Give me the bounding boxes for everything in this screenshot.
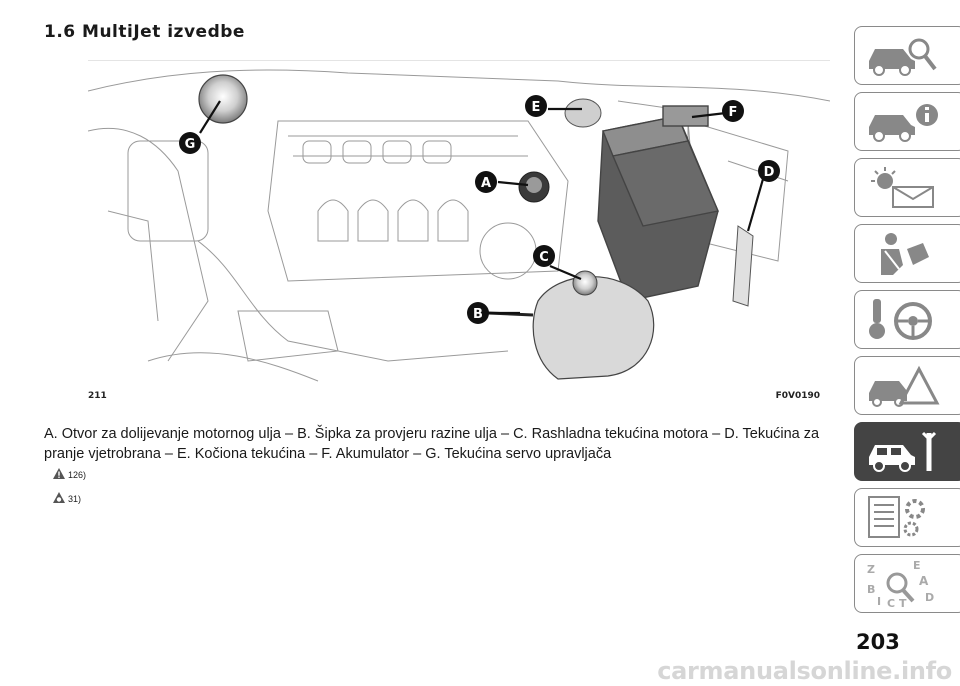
tab-safety[interactable] xyxy=(854,224,960,283)
svg-text:Z: Z xyxy=(867,563,875,576)
car-search-icon xyxy=(869,38,937,76)
tab-emergency[interactable] xyxy=(854,356,960,415)
tab-car-search[interactable] xyxy=(854,26,960,85)
car-info-icon xyxy=(869,104,938,142)
section-title: 1.6 MultiJet izvedbe xyxy=(44,22,245,42)
svg-text:D: D xyxy=(764,165,775,180)
figure-number: 211 xyxy=(88,391,107,401)
note-caution[interactable]: 31) xyxy=(52,491,81,504)
caution-triangle-icon xyxy=(53,492,65,503)
svg-text:B: B xyxy=(867,583,875,596)
watermark: carmanualsonline.info xyxy=(657,657,952,685)
svg-text:B: B xyxy=(473,307,483,322)
svg-text:C: C xyxy=(539,250,549,265)
tab-car-maintenance[interactable] xyxy=(854,422,960,481)
callout-g: G xyxy=(179,132,201,154)
callout-a: A xyxy=(475,171,497,193)
car-maintenance-icon xyxy=(869,431,937,472)
engine-bay-figure: G A C E F D B 211 F0V0190 xyxy=(88,60,830,401)
warning-triangle-icon xyxy=(53,468,65,479)
callout-e: E xyxy=(525,95,547,117)
note-ref: 126) xyxy=(68,470,87,480)
svg-text:E: E xyxy=(532,100,541,115)
emergency-icon xyxy=(869,365,940,407)
page-number: 203 xyxy=(856,630,900,654)
note-ref: 31) xyxy=(68,494,82,504)
svg-text:A: A xyxy=(481,176,491,191)
callout-c: C xyxy=(533,245,555,267)
engine-illustration: G A C E F D B xyxy=(88,69,830,382)
technical-data-icon xyxy=(868,496,925,538)
svg-text:G: G xyxy=(185,137,196,152)
figure-code: F0V0190 xyxy=(775,391,820,401)
tab-warning-lights[interactable] xyxy=(854,158,960,217)
tab-key-steering[interactable] xyxy=(854,290,960,349)
key-steering-icon xyxy=(869,299,932,340)
svg-text:T: T xyxy=(899,597,907,609)
figure-caption: A. Otvor za dolijevanje motornog ulja – … xyxy=(44,426,820,462)
svg-text:A: A xyxy=(919,574,929,588)
callout-f: F xyxy=(722,100,744,122)
warning-lights-icon xyxy=(871,167,934,208)
svg-text:I: I xyxy=(877,595,881,608)
callout-b: B xyxy=(467,302,489,324)
note-warning[interactable]: 126) xyxy=(52,467,86,480)
svg-text:C: C xyxy=(887,597,895,609)
svg-text:E: E xyxy=(913,559,921,572)
tab-car-info[interactable] xyxy=(854,92,960,151)
safety-seat-icon xyxy=(881,233,929,275)
tab-technical-data[interactable] xyxy=(854,488,960,547)
callout-d: D xyxy=(758,160,780,182)
svg-text:F: F xyxy=(729,105,738,120)
svg-text:D: D xyxy=(925,591,934,604)
